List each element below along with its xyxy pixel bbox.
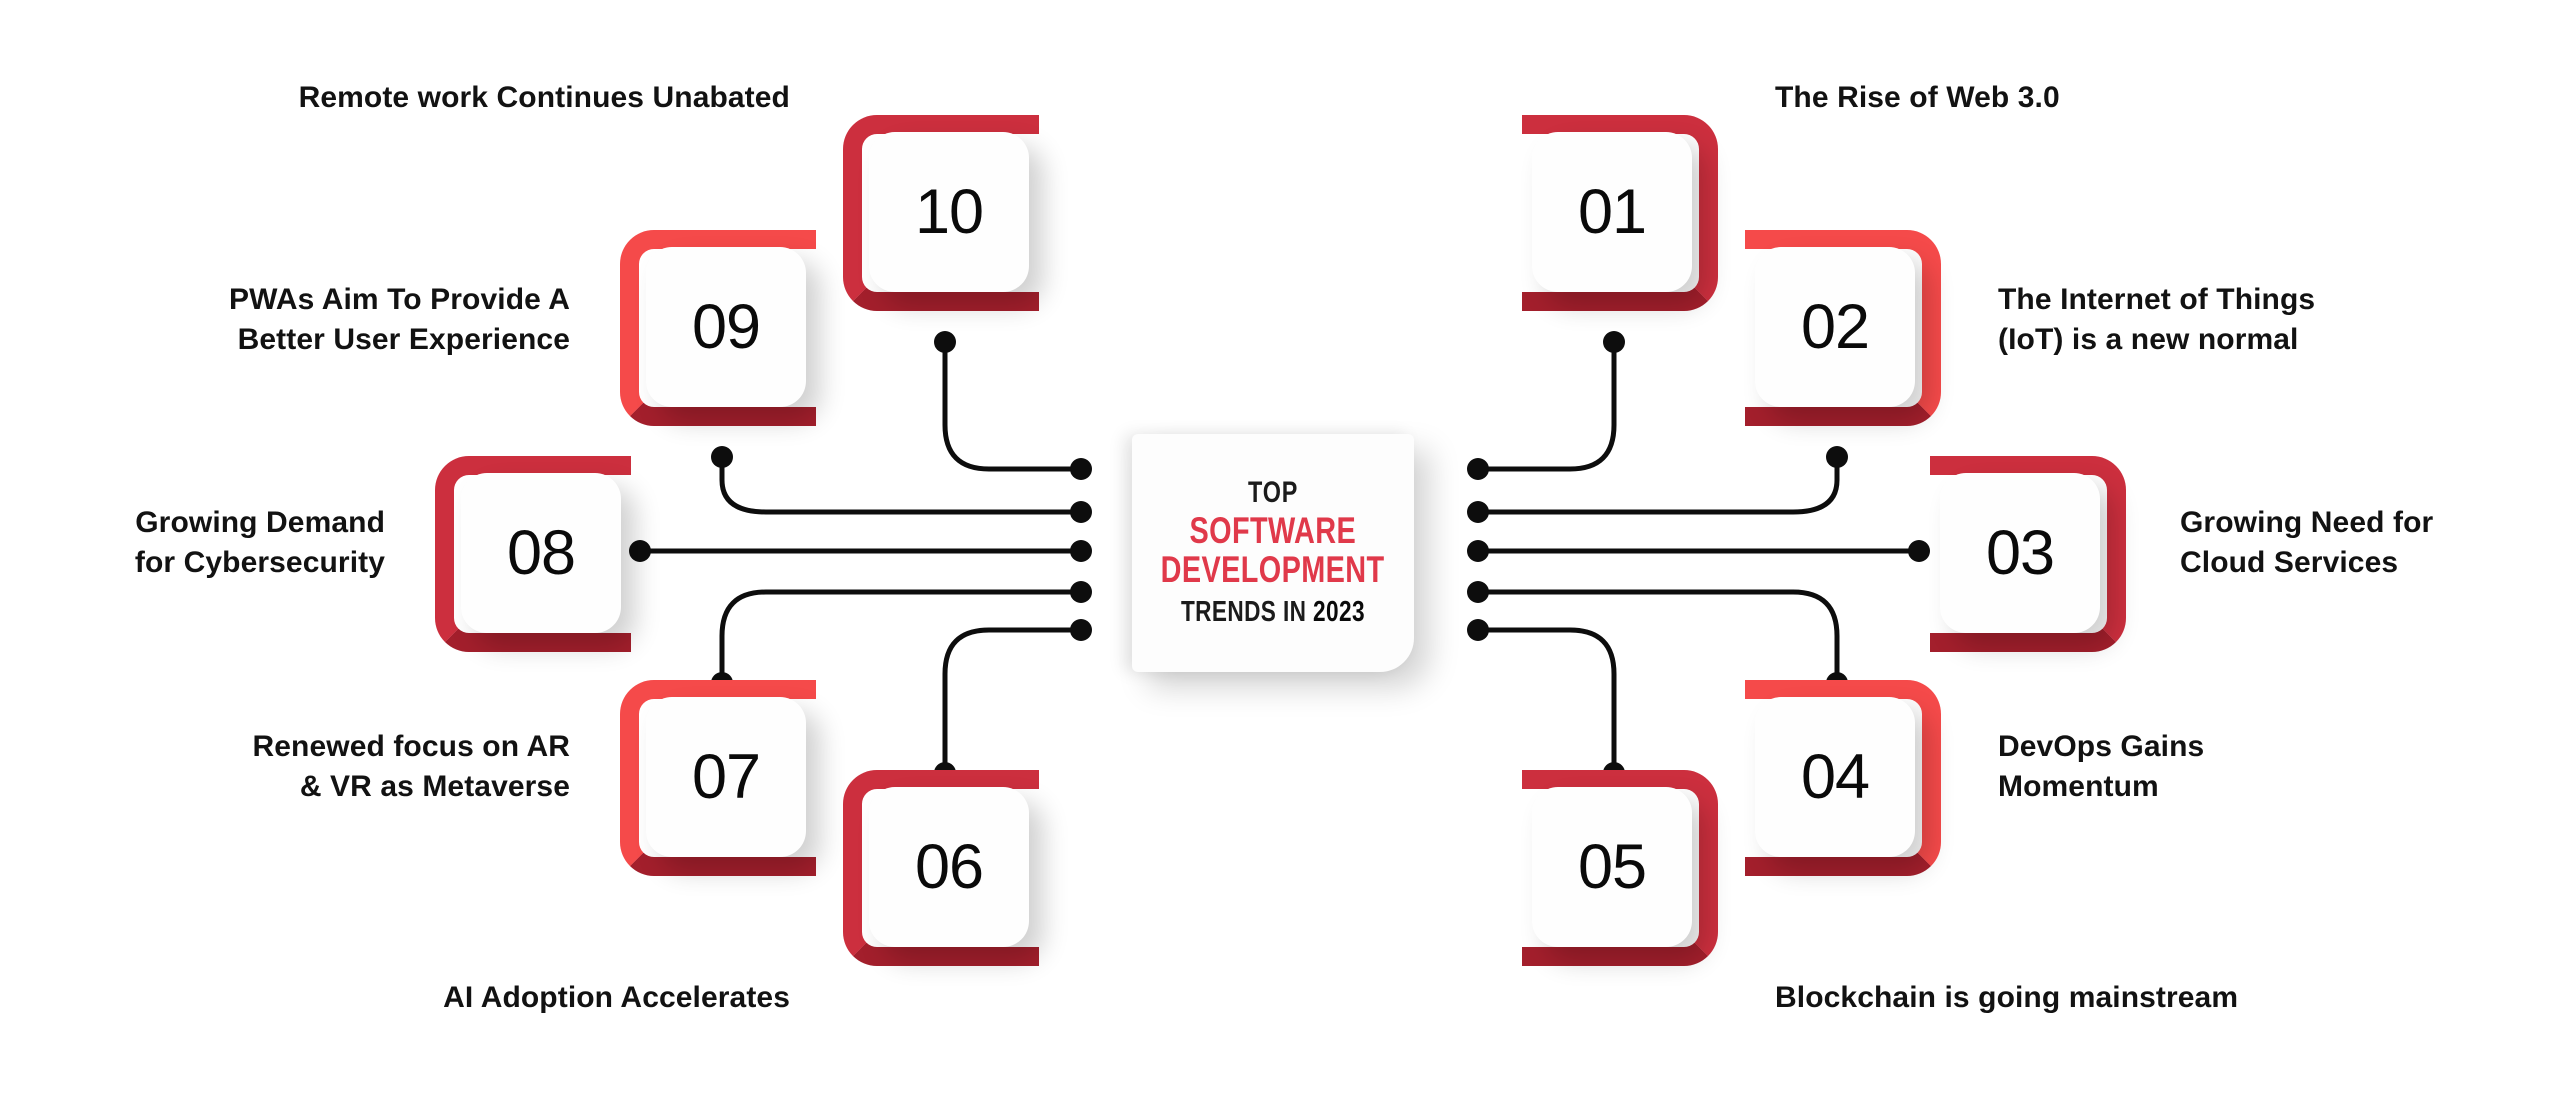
number-card-08[interactable]: 08 — [435, 456, 640, 661]
connector-dot-09-hub — [1070, 501, 1092, 523]
card-tile-04: 04 — [1755, 697, 1915, 857]
connector-09 — [719, 457, 1084, 515]
connector-10 — [942, 342, 1084, 472]
card-number-07: 07 — [691, 741, 761, 812]
connector-02 — [1475, 457, 1840, 515]
card-number-04: 04 — [1800, 741, 1870, 812]
card-number-03: 03 — [1985, 517, 2055, 588]
center-line-development: DEVELOPMENT — [1161, 548, 1385, 590]
caption-06: AI Adoption Accelerates — [443, 981, 790, 1014]
card-number-02: 02 — [1800, 291, 1870, 362]
number-card-01[interactable]: 01 — [1522, 115, 1727, 320]
connector-dot-08-hub — [1070, 540, 1092, 562]
number-card-03[interactable]: 03 — [1930, 456, 2135, 661]
connector-01 — [1475, 342, 1617, 472]
connector-dot-09-card — [711, 446, 733, 468]
card-tile-06: 06 — [869, 787, 1029, 947]
caption-03: Growing Need for Cloud Services — [2180, 506, 2434, 579]
card-tile-08: 08 — [461, 473, 621, 633]
center-line-top: TOP — [1247, 476, 1299, 510]
center-line-software: SOFTWARE — [1189, 509, 1357, 551]
connector-04 — [1475, 589, 1840, 683]
connector-dot-03-card — [1908, 540, 1930, 562]
card-bracket-01 — [1522, 115, 1718, 311]
caption-05: Blockchain is going mainstream — [1775, 981, 2239, 1014]
connector-dot-02-card — [1826, 446, 1848, 468]
center-trends-year: 2023 — [1313, 596, 1365, 629]
card-tile-05: 05 — [1532, 787, 1692, 947]
center-line-trends: TRENDS IN 2023 — [1181, 595, 1365, 630]
card-tile-01: 01 — [1532, 132, 1692, 292]
card-number-08: 08 — [506, 517, 576, 588]
card-bracket-03 — [1930, 456, 2126, 652]
connector-dot-06-hub — [1070, 619, 1092, 641]
number-card-10[interactable]: 10 — [843, 115, 1048, 320]
card-tile-09: 09 — [646, 247, 806, 407]
card-bracket-10 — [843, 115, 1039, 311]
number-card-07[interactable]: 07 — [620, 680, 825, 885]
connector-dot-05-hub — [1467, 619, 1489, 641]
card-number-01: 01 — [1577, 176, 1647, 247]
number-card-04[interactable]: 04 — [1745, 680, 1950, 885]
card-bracket-07 — [620, 680, 816, 876]
card-tile-03: 03 — [1940, 473, 2100, 633]
card-number-09: 09 — [691, 291, 761, 362]
card-bracket-04 — [1745, 680, 1941, 876]
connector-dot-01-card — [1603, 331, 1625, 353]
card-tile-02: 02 — [1755, 247, 1915, 407]
number-card-02[interactable]: 02 — [1745, 230, 1950, 435]
number-card-09[interactable]: 09 — [620, 230, 825, 435]
connector-dot-10-hub — [1070, 458, 1092, 480]
center-trends-prefix: TRENDS IN — [1181, 596, 1314, 629]
card-number-10: 10 — [914, 176, 984, 247]
center-title-panel: TOP SOFTWARE DEVELOPMENT TRENDS IN 2023 — [1132, 434, 1414, 672]
connector-06 — [942, 627, 1084, 773]
card-bracket-09 — [620, 230, 816, 426]
caption-02: The Internet of Things (IoT) is a new no… — [1998, 283, 2316, 356]
card-bracket-08 — [435, 456, 631, 652]
caption-01: The Rise of Web 3.0 — [1775, 81, 2060, 114]
connector-dot-07-hub — [1070, 581, 1092, 603]
connector-07 — [719, 589, 1084, 683]
caption-04: DevOps Gains Momentum — [1998, 730, 2205, 803]
connector-05 — [1475, 627, 1617, 773]
number-card-05[interactable]: 05 — [1522, 770, 1727, 975]
caption-08: Growing Demand for Cybersecurity — [134, 506, 385, 579]
card-tile-10: 10 — [869, 132, 1029, 292]
connector-dot-10-card — [934, 331, 956, 353]
connector-dot-02-hub — [1467, 501, 1489, 523]
number-card-06[interactable]: 06 — [843, 770, 1048, 975]
card-tile-07: 07 — [646, 697, 806, 857]
card-bracket-02 — [1745, 230, 1941, 426]
caption-07: Renewed focus on AR & VR as Metaverse — [252, 730, 570, 803]
connector-dot-03-hub — [1467, 540, 1489, 562]
card-bracket-05 — [1522, 770, 1718, 966]
connector-dot-04-hub — [1467, 581, 1489, 603]
connector-dot-01-hub — [1467, 458, 1489, 480]
caption-09: PWAs Aim To Provide A Better User Experi… — [228, 283, 570, 356]
card-number-06: 06 — [914, 831, 984, 902]
card-number-05: 05 — [1577, 831, 1647, 902]
card-bracket-06 — [843, 770, 1039, 966]
caption-10: Remote work Continues Unabated — [298, 81, 790, 114]
